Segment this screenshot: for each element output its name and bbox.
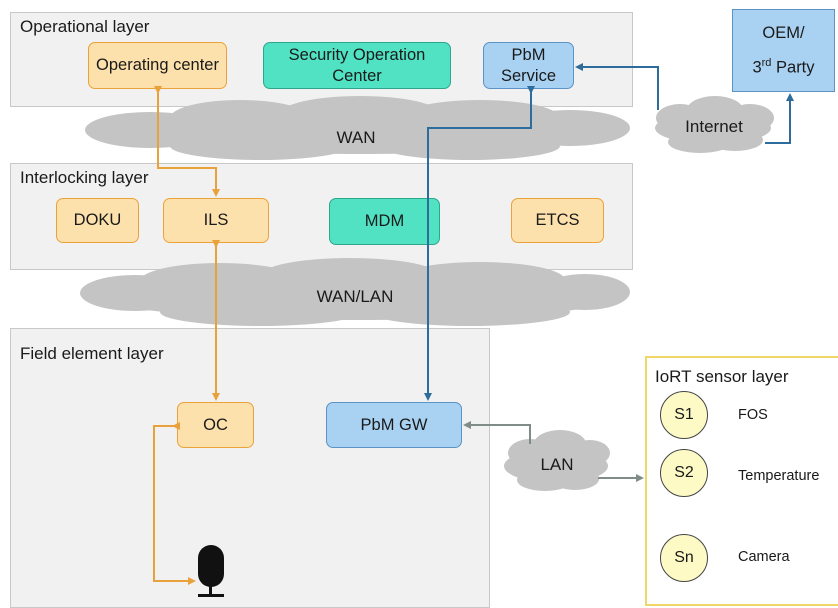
sensor-s2: S2 (660, 449, 708, 497)
security-operation-center-label: Security Operation Center (288, 45, 426, 85)
interlocking-layer-title: Interlocking layer (20, 168, 149, 187)
lan-label: LAN (540, 455, 574, 474)
internet-label: Internet (685, 117, 743, 136)
internet-cloud (655, 96, 774, 153)
sensor-s2-label: Temperature (738, 468, 820, 484)
wan-label: WAN (336, 128, 376, 147)
iort-sensor-layer: IoRT sensor layer S1 FOS S2 Temperature … (645, 356, 838, 606)
sensor-sn-id: Sn (674, 549, 694, 566)
link-lan-pbm-gw (463, 421, 531, 444)
operating-center-node: Operating center (88, 42, 227, 89)
railway-signal-icon (198, 545, 224, 597)
sensor-s1-label: FOS (738, 407, 768, 423)
pbm-gw-node: PbM GW (326, 402, 462, 448)
etcs-label: ETCS (535, 211, 580, 229)
sensor-s1-id: S1 (674, 406, 694, 423)
link-internet-oem (765, 93, 794, 144)
oem-label: OEM/ (762, 24, 805, 43)
field-element-layer: Field element layer (10, 328, 490, 608)
ils-label: ILS (203, 211, 229, 229)
link-pbm-service-gw (424, 86, 535, 401)
lan-cloud (504, 430, 610, 491)
third-party-label: 3rd Party (752, 57, 815, 77)
sensor-s2-id: S2 (674, 464, 694, 481)
operating-center-label: Operating center (96, 56, 219, 74)
wan-lan-label: WAN/LAN (316, 287, 394, 306)
pbm-gw-label: PbM GW (360, 415, 428, 434)
link-oc-signal (153, 422, 196, 585)
oem-third-party-node: OEM/ 3rd Party (732, 9, 835, 92)
link-operating-center-ils (154, 86, 220, 197)
sensor-sn: Sn (660, 534, 708, 582)
security-operation-center-node: Security Operation Center (263, 42, 451, 89)
oc-label: OC (203, 415, 228, 434)
doku-label: DOKU (73, 211, 122, 229)
iort-sensor-layer-title: IoRT sensor layer (655, 367, 789, 386)
sensor-s1: S1 (660, 391, 708, 439)
link-internet-pbm-service (575, 63, 659, 110)
mdm-label: MDM (364, 212, 405, 230)
pbm-service-label: PbM Service (500, 45, 557, 85)
operational-layer-title: Operational layer (20, 17, 150, 36)
sensor-sn-label: Camera (738, 549, 790, 565)
mdm-node: MDM (329, 198, 440, 245)
field-element-layer-title: Field element layer (20, 344, 164, 363)
doku-node: DOKU (56, 198, 139, 243)
